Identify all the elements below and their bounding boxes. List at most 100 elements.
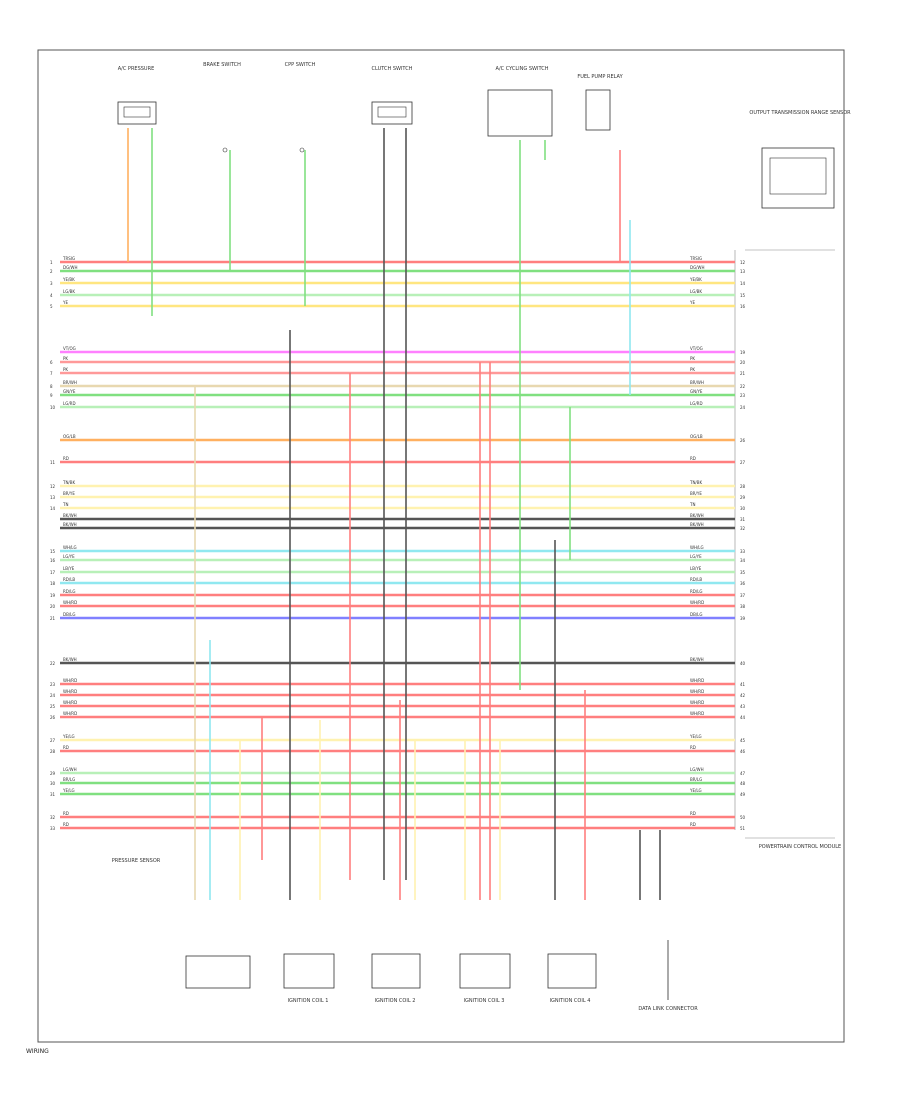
- wire-label: GN/YE: [63, 389, 76, 394]
- wire-label: WH/LG: [63, 545, 77, 550]
- wire-label: YE: [62, 300, 68, 305]
- wire-label-right: PK: [690, 367, 695, 372]
- wire-label: BK/WH: [63, 522, 77, 527]
- wire-code: 29: [740, 495, 746, 500]
- wire-pin: 27: [50, 738, 56, 743]
- wire-code: 39: [740, 616, 746, 621]
- top-component-c1: A/C PRESSURE: [117, 66, 157, 125]
- bottom-component-label: DATA LINK CONNECTOR: [638, 1006, 698, 1012]
- wire-pin: 33: [50, 826, 56, 831]
- wire-code: 47: [740, 771, 746, 776]
- wire-code: 23: [740, 393, 746, 398]
- wire-pin: 16: [50, 558, 56, 563]
- wire-label-right: BK/WH: [690, 513, 704, 518]
- wire-label: PK: [63, 356, 68, 361]
- wire-code: 50: [740, 815, 746, 820]
- wire-code: 19: [740, 350, 746, 355]
- wire-code: 44: [740, 715, 746, 720]
- pcm-label: POWERTRAIN CONTROL MODULE: [759, 844, 841, 850]
- wire-label-right: LG/BK: [690, 289, 702, 294]
- wire-code: 14: [740, 281, 746, 286]
- wire-label: DB/LG: [63, 612, 76, 617]
- wire-code: 38: [740, 604, 746, 609]
- wire-label: WH/RD: [63, 678, 77, 683]
- wire-pin: 24: [50, 693, 56, 698]
- wire-label-right: WH/LG: [690, 545, 704, 550]
- wire-code: 45: [740, 738, 746, 743]
- wire-pin: 13: [50, 495, 56, 500]
- wire-pin: 9: [50, 393, 53, 398]
- wire-code: 46: [740, 749, 746, 754]
- top-component-c4: CLUTCH SWITCH: [372, 66, 413, 125]
- wire-code: 36: [740, 581, 746, 586]
- wire-pin: 30: [50, 781, 56, 786]
- wire-pin: 11: [50, 460, 56, 465]
- wire-label-right: PK: [690, 356, 695, 361]
- wire-pin: 20: [50, 604, 56, 609]
- wire-pin: 15: [50, 549, 56, 554]
- wire-code: 15: [740, 293, 746, 298]
- wire-label-right: BR/WH: [690, 380, 704, 385]
- wire-label-right: RD: [690, 745, 696, 750]
- wire-code: 26: [740, 438, 746, 443]
- wire-pin: 26: [50, 715, 56, 720]
- wire-row: 6 PK PK 20: [50, 356, 746, 365]
- wire-label: WH/RD: [63, 711, 77, 716]
- wire-label: RD: [63, 822, 69, 827]
- bottom-component-label: IGNITION COIL 2: [375, 998, 416, 1004]
- wire-pin: 6: [50, 360, 53, 365]
- wire-label: TRSIG: [62, 256, 75, 261]
- wire-code: 42: [740, 693, 746, 698]
- wire-pin: 3: [50, 281, 53, 286]
- wire-code: 48: [740, 781, 746, 786]
- wire-pin: 31: [50, 792, 56, 797]
- wire-label: RD/LG: [63, 589, 76, 594]
- wire-label: LG/WH: [63, 767, 77, 772]
- wire-code: 20: [740, 360, 746, 365]
- wire-pin: 17: [50, 570, 56, 575]
- top-component-c6: FUEL PUMP RELAY: [577, 74, 624, 131]
- wire-label: LB/YE: [63, 566, 75, 571]
- wire-code: 41: [740, 682, 746, 687]
- wire-code: 28: [740, 484, 746, 489]
- wire-label: VT/OG: [63, 346, 76, 351]
- bottom-component-b1: PRESSURE SENSOR: [112, 858, 251, 989]
- wire-label: BR/LG: [63, 777, 75, 782]
- wire-label: RD: [63, 811, 69, 816]
- top-component-label: A/C CYCLING SWITCH: [496, 66, 549, 72]
- wire-code: 51: [740, 826, 746, 831]
- wire-label: LG/RD: [63, 401, 76, 406]
- wire-code: 43: [740, 704, 746, 709]
- bottom-component-b6: DATA LINK CONNECTOR: [638, 940, 698, 1012]
- wire-label: LG/BK: [63, 289, 75, 294]
- wire-label: RD: [63, 456, 69, 461]
- wire-code: 37: [740, 593, 746, 598]
- wire-label-right: WH/RD: [690, 600, 704, 605]
- footer-label: WIRING: [26, 1048, 49, 1055]
- wire-pin: 23: [50, 682, 56, 687]
- vertical-wires: [127, 128, 661, 900]
- wire-label-right: VT/OG: [690, 346, 703, 351]
- wire-label: WH/RD: [63, 600, 77, 605]
- wire-label-right: DG/WH: [690, 265, 705, 270]
- wire-label-right: WH/RD: [690, 700, 704, 705]
- wire-code: 21: [740, 371, 746, 376]
- right-component-label: OUTPUT TRANSMISSION RANGE SENSOR: [749, 110, 851, 116]
